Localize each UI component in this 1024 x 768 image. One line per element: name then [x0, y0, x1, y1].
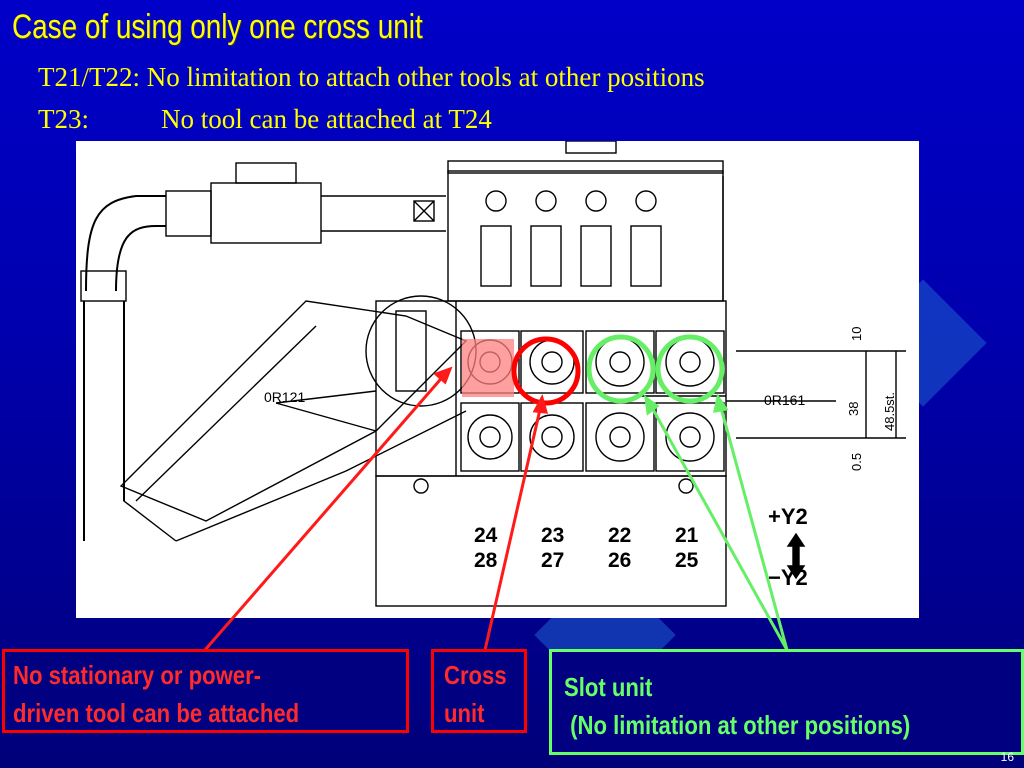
station-label: 27: [541, 549, 564, 572]
station-label: 22: [608, 524, 631, 547]
dim-10-label: 10: [849, 327, 864, 341]
no-tool-callout-line-2: driven tool can be attached: [13, 698, 300, 728]
no-tool-highlight: [462, 339, 514, 397]
slot-unit-circle: [586, 334, 656, 404]
dim-05-label: 0.5: [849, 453, 864, 471]
slot-unit-callout-line-2: (No limitation at other positions): [564, 710, 911, 740]
or-left-label: 0R121: [264, 389, 305, 405]
turret-drawing: 0R121 0R161 10 38 0.5 48.5st. +Y2 −Y2 24…: [76, 140, 919, 618]
dim-48-label: 48.5st.: [882, 392, 897, 431]
subtitle-line-2-text: No tool can be attached at T24: [161, 104, 492, 134]
cross-unit-callout-line-2: unit: [444, 698, 485, 728]
station-label: 21: [675, 524, 699, 547]
station-label: 23: [541, 524, 564, 547]
cross-unit-callout: Cross unit: [431, 649, 527, 733]
station-label: 26: [608, 549, 631, 572]
station-label: 24: [474, 524, 498, 547]
cross-unit-callout-line-1: Cross: [444, 660, 507, 690]
slide-title: Case of using only one cross unit: [12, 8, 423, 46]
subtitle-line-1: T21/T22: No limitation to attach other t…: [38, 62, 705, 92]
minus-y2-label: −Y2: [768, 565, 808, 590]
subtitle-line-2: T23: No tool can be attached at T24: [38, 104, 492, 135]
turret-drawing-svg: 0R121 0R161 10 38 0.5 48.5st. +Y2 −Y2 24…: [80, 140, 906, 607]
no-tool-callout-line-1: No stationary or power-: [13, 660, 262, 690]
slot-unit-circle: [655, 334, 725, 404]
station-label: 25: [675, 549, 699, 572]
subtitle-line-2-label: T23:: [38, 104, 89, 134]
dim-38-label: 38: [846, 402, 861, 416]
slot-unit-callout-line-1: Slot unit: [564, 672, 653, 702]
or-right-label: 0R161: [764, 392, 805, 408]
page-number: 16: [1000, 750, 1014, 764]
plus-y2-label: +Y2: [768, 504, 808, 529]
no-tool-callout: No stationary or power- driven tool can …: [2, 649, 409, 733]
slot-unit-callout: Slot unit (No limitation at other positi…: [549, 649, 1024, 755]
station-label: 28: [474, 549, 498, 572]
